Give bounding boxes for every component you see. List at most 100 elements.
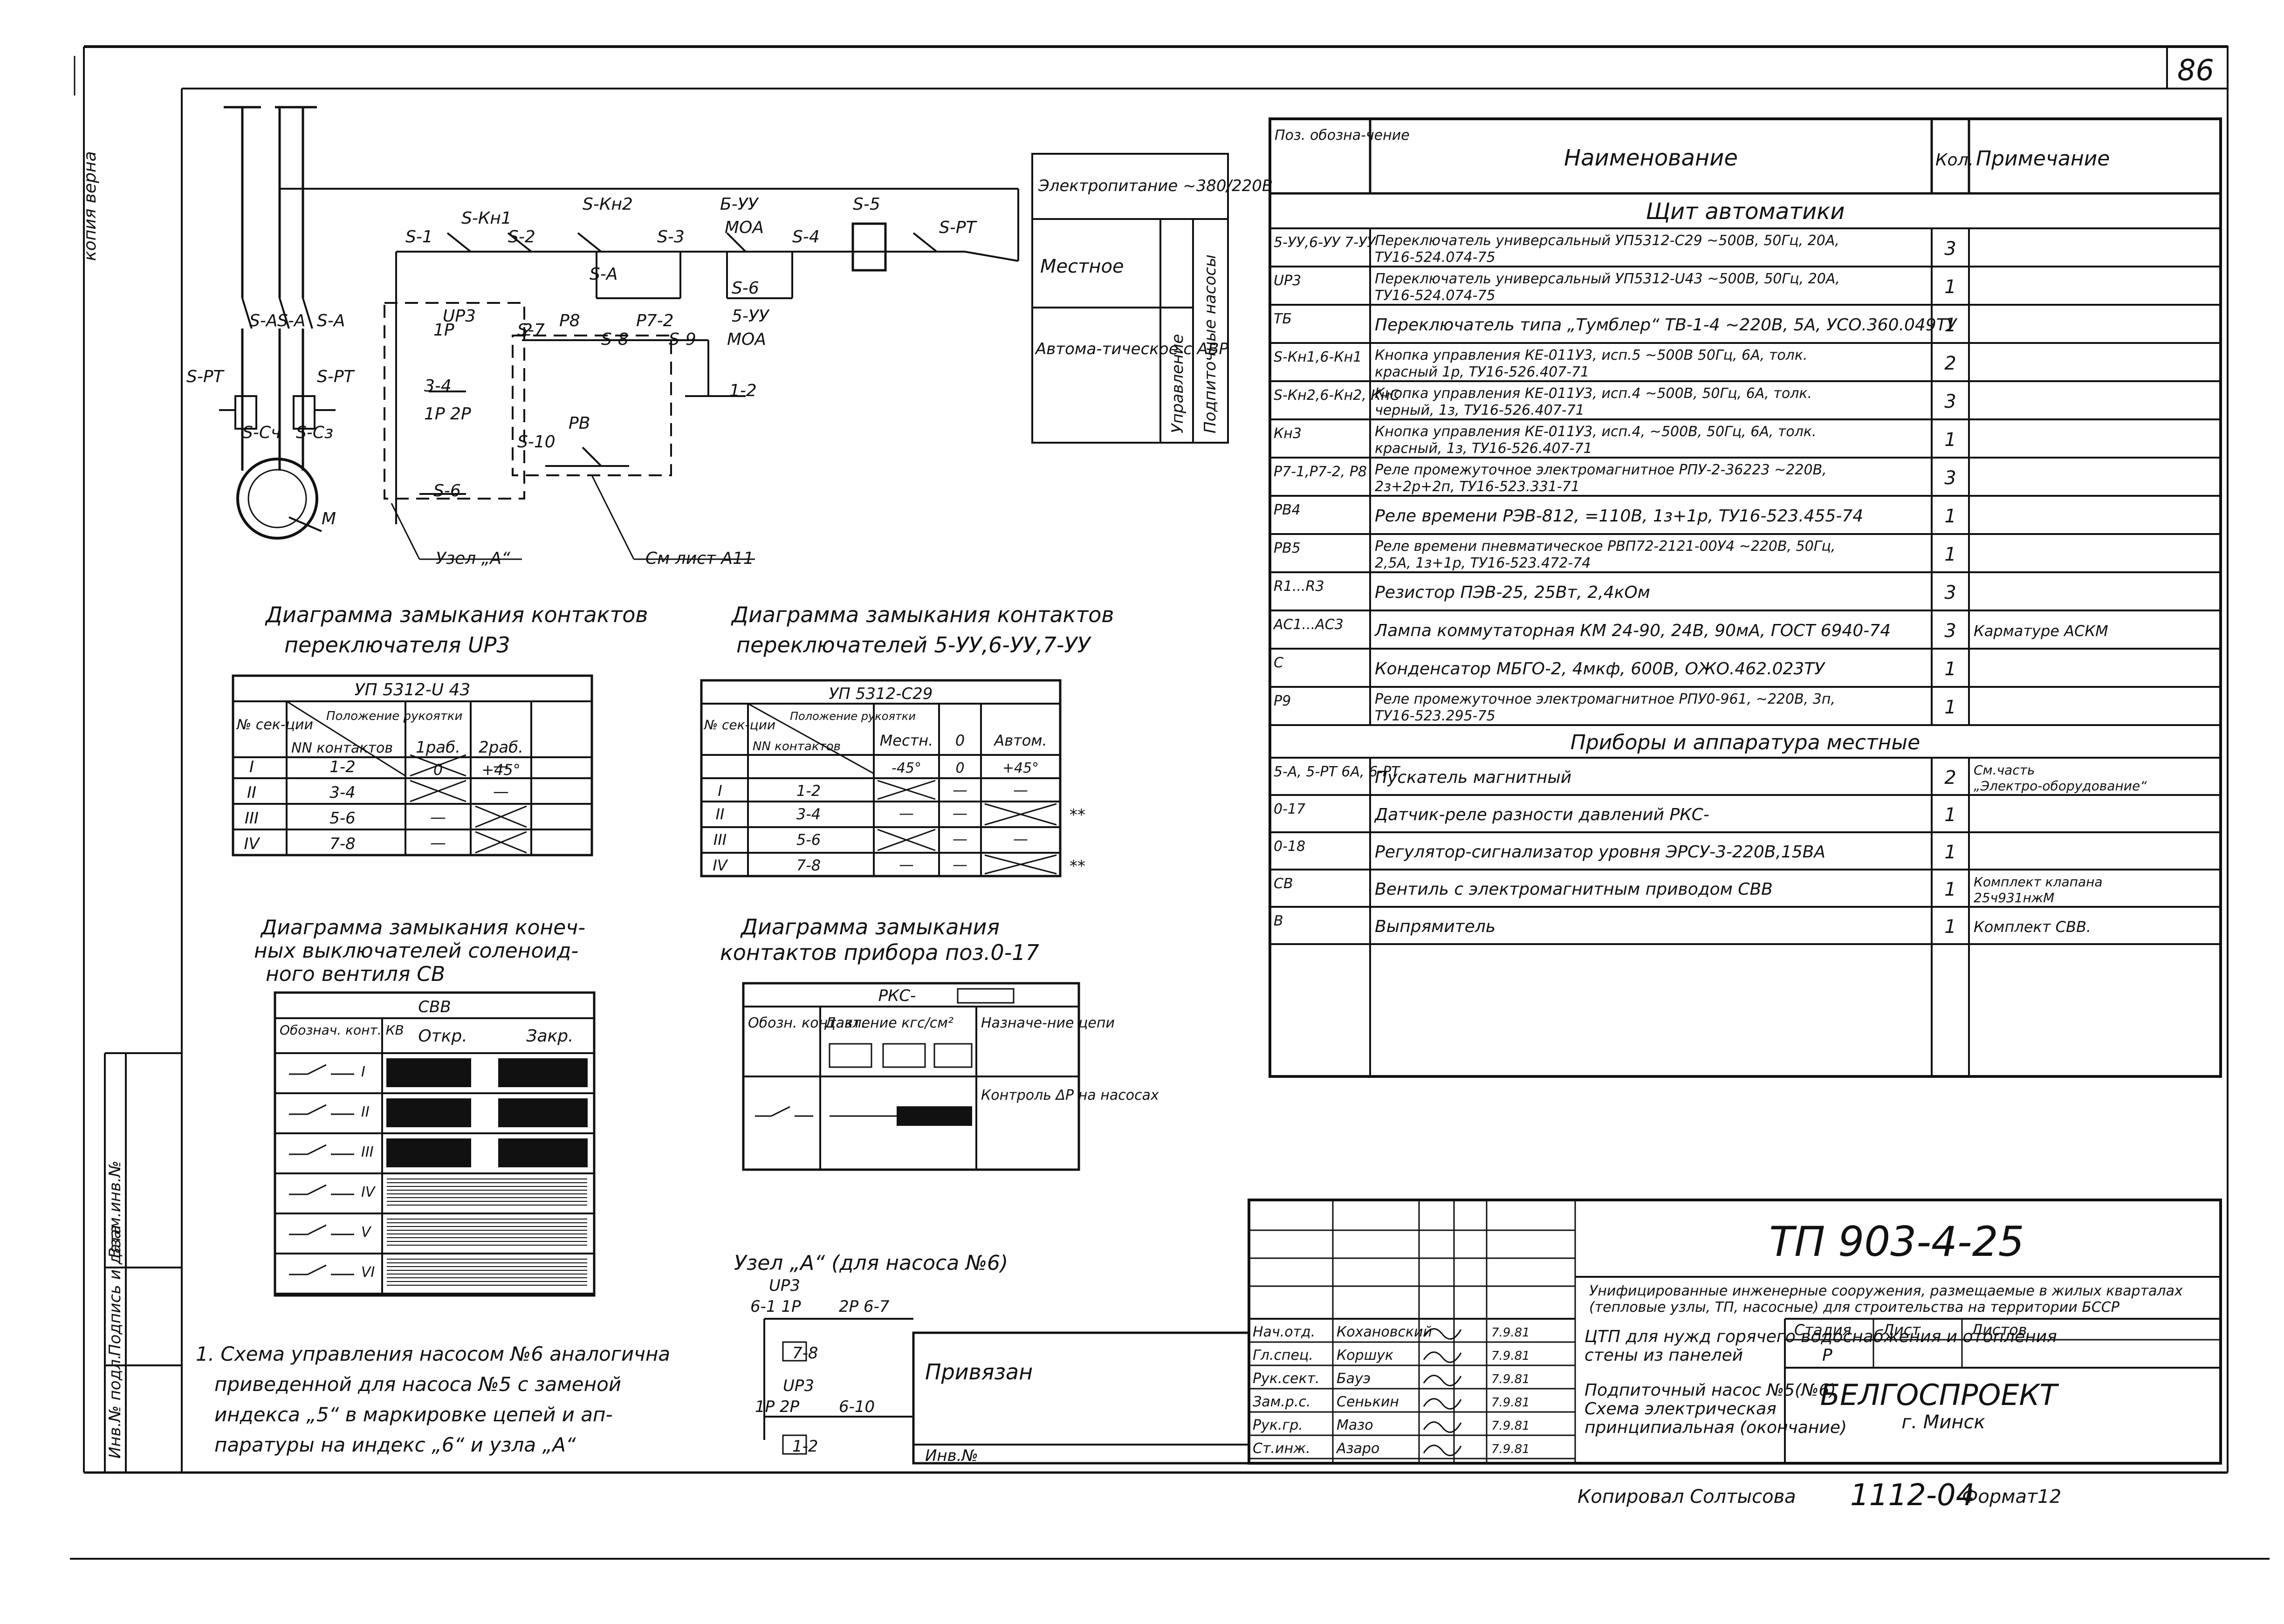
diagram-cb-title3: ного вентиля СВ [266,962,445,986]
copied-by: Копировал Солтысова [1578,1486,1796,1508]
up3-model: УП 5312-U 43 [355,680,471,699]
uu-h-zero: 0 [955,732,965,749]
page-number: 86 [2177,53,2214,87]
spec-name-line2: черный, 1з, ТУ16-526.407-71 [1375,402,1584,418]
binding-strip [104,1052,182,1473]
spec-qty: 1 [1944,506,1956,527]
schematic-label: МОА [725,218,764,237]
spec-name-line1: Кнопка управления КЕ-011У3, исп.4, ~500В… [1375,424,1817,440]
grid-line [307,1064,327,1075]
staff-date: 7.9.81 [1491,1396,1530,1410]
schematic-label: S-9 [669,330,696,349]
power-block [1031,153,1229,444]
cb-model: СВВ [418,998,451,1016]
spec-qty: 3 [1944,391,1956,412]
schematic-label: S-Сч [242,423,281,442]
spec-name: Переключатель типа „Тумблер“ ТВ-1-4 ~220… [1375,315,1958,335]
schematic [219,106,1019,560]
schematic-label: S-1 [405,227,433,247]
margin-note: копия верна [81,151,100,261]
spec-pos: В [1274,913,1283,929]
spec-pos: S-Кн1,6-Кн1 [1274,349,1362,365]
spec-qty: 1 [1944,916,1956,938]
spec-h-pos: Поз. обозна-чение [1275,127,1410,144]
spec-pos: АС1...АС3 [1273,617,1344,633]
signature [1423,1421,1462,1433]
grid-line [475,831,527,854]
stage-header: Лист [1882,1321,1921,1339]
spec-qty: 1 [1944,315,1956,336]
cb-h-desig: Обознач. конт. КВ [280,1022,404,1038]
spec-h-name: Наименование [1564,145,1738,171]
margin-label-inv: Инв.№ подл. [106,1354,124,1459]
spec-h-note: Примечание [1976,147,2110,171]
up3-cell: — [493,782,509,801]
schematic-label: 5-УУ [732,307,770,326]
up3-h-sec: № сек-ции [236,717,313,733]
schematic-label: S-6 [732,279,759,298]
cb-mark: IV [361,1184,376,1200]
schematic-label: S-А [317,311,345,330]
uu-sec: III [713,831,727,849]
up3-cont: 3-4 [329,783,356,802]
uu-mark: ** [1070,806,1085,824]
spec-name-line1: Реле промежуточное электромагнитное РПУ-… [1375,462,1827,478]
uu-cell: — [953,781,967,799]
power-side-pumps: Подпиточные насосы [1201,254,1220,433]
staff-date: 7.9.81 [1491,1442,1530,1456]
spec-section2: Приборы и аппаратура местные [1571,731,1920,754]
pks-h-purpose: Назначе-ние цепи [981,1015,1115,1031]
schematic-label: 2 [522,321,533,340]
uu-model: УП 5312-С29 [829,685,933,703]
spec-qty: 1 [1944,544,1956,565]
spec-qty: 1 [1944,697,1956,718]
cell-box [386,1098,471,1127]
cb-mark: V [361,1224,372,1240]
grid-line [771,1106,790,1117]
spec-name-line2: ТУ16-523.295-75 [1375,708,1495,724]
node-a-label: 6-1 1Р [750,1297,801,1316]
note: 1. Схема управления насосом №6 аналогичн… [196,1343,670,1456]
up3-sec: III [245,809,259,828]
pks-purpose: Контроль ΔР на насосах [981,1087,1159,1103]
spec-name-line2: ТУ16-524.074-75 [1375,288,1495,304]
up3-cont: 1-2 [329,758,356,776]
spec-qty: 3 [1944,582,1956,603]
uu-h-pos: Положение рукоятки [790,710,916,723]
spec-note: Комплект СВВ. [1974,918,2091,936]
grid-line [410,754,466,777]
staff-name: Мазо [1337,1417,1373,1433]
spec-name: Реле времени РЭВ-812, =110В, 1з+1р, ТУ16… [1375,507,1863,526]
margin-label-replace: Взам.инв.№ [106,1161,124,1258]
spec-pos: R1...R3 [1274,578,1324,595]
up3-cont: 7-8 [329,835,356,853]
schematic-label: Узел „А“ [436,549,510,568]
spec-name-line2: ТУ16-524.074-75 [1375,249,1495,266]
schematic-label: UP3 [443,307,476,326]
note-line: приведенной для насоса №5 с заменой [214,1373,621,1396]
spec-name: Выпрямитель [1375,917,1495,936]
spec-name-line1: Переключатель универсальный УП5312-С29 ~… [1375,233,1839,249]
spec-qty: 1 [1944,804,1956,826]
spec-pos: S-Кн2,6-Кн2, КнС [1274,387,1399,404]
power-row-local: Местное [1040,256,1124,277]
uu-h-sec: № сек-ции [703,717,775,733]
spec-name-line1: Кнопка управления КЕ-011У3, исп.4 ~500В,… [1375,385,1812,402]
spec-qty: 1 [1944,842,1956,863]
cell-box [274,991,596,1297]
power-side-control: Управление [1168,334,1187,433]
uu-cont: 5-6 [796,831,821,849]
spec-name: Пускатель магнитный [1375,768,1571,787]
spec-name-line1: Кнопка управления КЕ-011У3, исп.5 ~500В … [1375,347,1808,363]
cb-mark: VI [361,1264,375,1281]
spec-qty: 1 [1944,658,1956,680]
signature [1423,1351,1462,1363]
up3-h-pos: Положение рукоятки [326,709,462,723]
staff-role: Рук.сект. [1253,1370,1320,1387]
spec-note-line2: 25ч931нжМ [1974,890,2054,905]
spec-pos: РВ5 [1274,540,1301,556]
